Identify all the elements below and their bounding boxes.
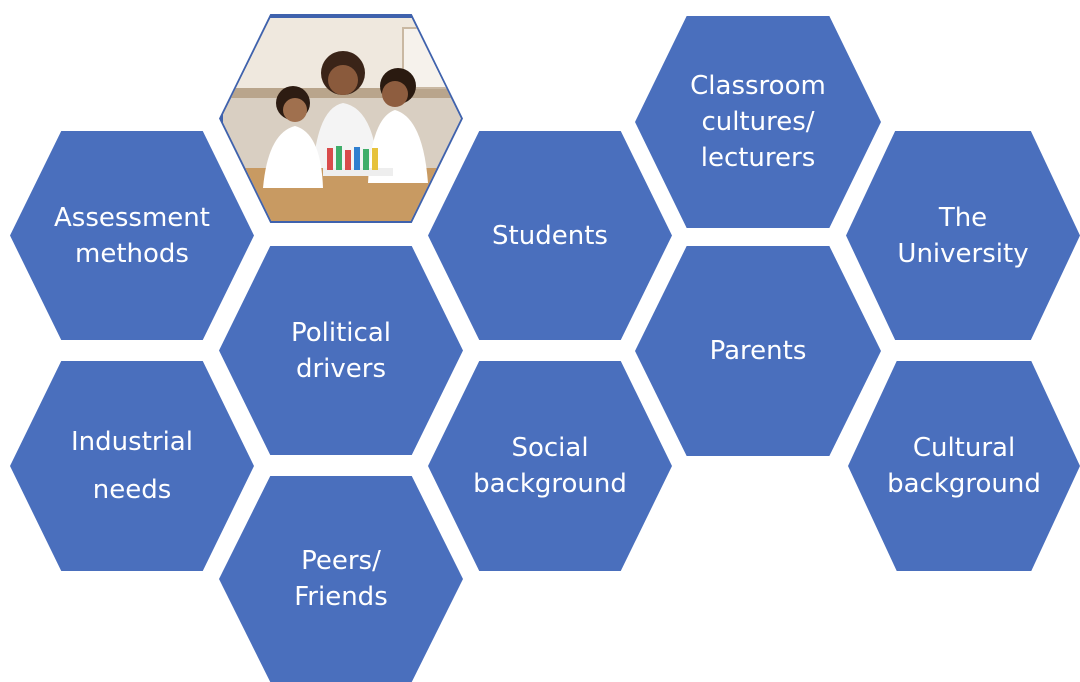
hex-assessment-methods: Assessment methods <box>10 131 254 340</box>
hex-students-label: Students <box>492 220 608 251</box>
hex-students: Students <box>428 131 672 340</box>
hex-political-drivers: Political drivers <box>219 246 463 455</box>
hex-classroom-cultures: Classroom cultures/ lecturers <box>635 16 881 228</box>
hex-industrial-needs: Industrial needs <box>10 361 254 571</box>
hex-cultural-background: Cultural background <box>848 361 1080 571</box>
hex-classroom-label: Classroom cultures/ lecturers <box>690 71 826 173</box>
hex-peers-label: Peers/ Friends <box>294 546 388 612</box>
hex-industrial-label: Industrial needs <box>71 427 193 505</box>
hex-parents: Parents <box>635 246 881 456</box>
hex-parents-label: Parents <box>709 336 807 366</box>
hex-peers-friends: Peers/ Friends <box>219 476 463 682</box>
hex-social-label: Social background <box>473 433 627 499</box>
hex-political-label: Political drivers <box>291 317 391 384</box>
students-lab-photo <box>219 14 463 223</box>
hex-social-background: Social background <box>428 361 672 571</box>
hex-assessment-label: Assessment methods <box>54 202 210 269</box>
hex-university-label: The University <box>897 202 1029 269</box>
hex-cultural-label: Cultural background <box>887 433 1041 499</box>
lab-scene-illustration <box>223 18 461 221</box>
hex-the-university: The University <box>846 131 1080 340</box>
